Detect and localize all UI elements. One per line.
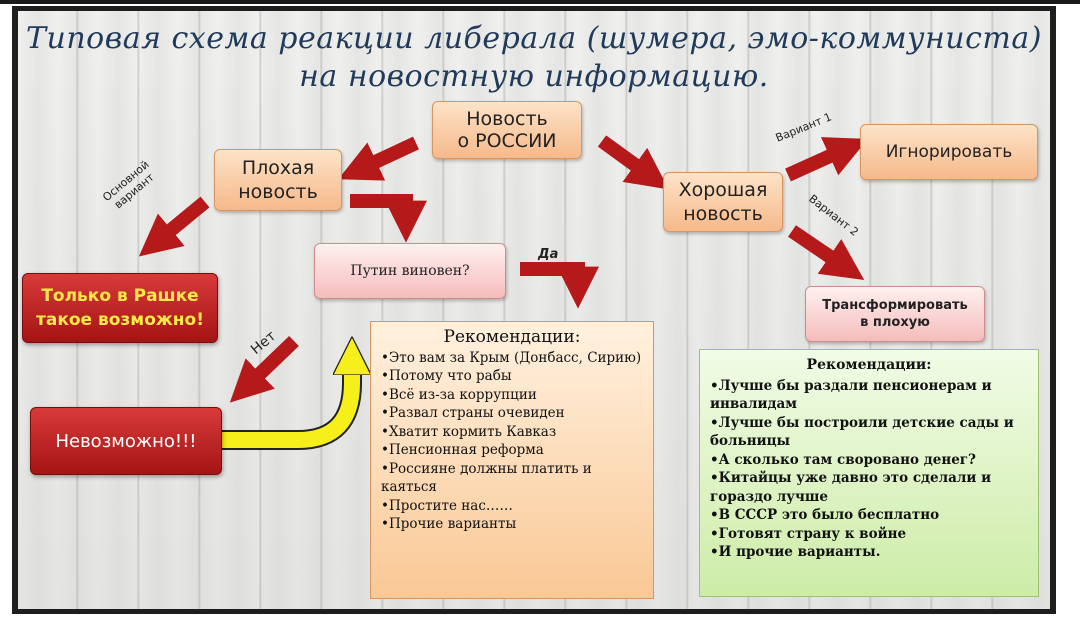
list-item: •Хватит кормить Кавказ: [381, 423, 557, 440]
transform-box: Трансформировать в плохую: [805, 286, 985, 342]
list-item: •А сколько там своровано денег?: [710, 451, 976, 468]
news-about-russia-box: Новость о РОССИИ: [432, 101, 582, 159]
list-item: •Готовят страну к войне: [710, 525, 907, 542]
list-item: •Развал страны очевиден: [381, 405, 565, 421]
arrow-bad-to-putin: [350, 194, 427, 243]
news-line-2: о РОССИИ: [457, 130, 557, 152]
arrow-good-to-transform: [788, 225, 865, 281]
list-item: •Потому что рабы: [381, 368, 512, 384]
recommendations-left-list: •Это вам за Крым (Донбасс, Сирию) •Потом…: [381, 349, 643, 534]
putin-guilty-label: Путин виновен?: [350, 263, 470, 279]
top-bar: [0, 0, 1080, 4]
diagram-board: Типовая схема реакции либерала (шумера, …: [18, 11, 1050, 609]
arrow-good-to-ignore: [785, 137, 868, 182]
list-item: •Лучше бы раздали пенсионерам и инвалида…: [710, 377, 992, 413]
only-in-rashka-line-1: Только в Рашке: [41, 286, 199, 306]
transform-line-2: в плохую: [860, 315, 930, 330]
bad-news-box: Плохая новость: [214, 149, 342, 211]
good-news-line-2: новость: [683, 203, 763, 225]
only-in-rashka-line-2: такое возможно!: [36, 310, 204, 330]
impossible-box: Невозможно!!!: [30, 407, 222, 475]
recommendations-right: Рекомендации: •Лучше бы раздали пенсионе…: [699, 349, 1039, 597]
list-item: •Это вам за Крым (Донбасс, Сирию): [381, 349, 642, 366]
list-item: •Простите нас……: [381, 497, 513, 514]
list-item: •Лучше бы построили детские сады и больн…: [710, 414, 1014, 450]
list-item: •Россияне должны платить и каяться: [381, 460, 592, 496]
list-item: •Прочие варианты: [381, 516, 517, 532]
list-item: •Пенсионная реформа: [381, 442, 544, 458]
recommendations-left-title: Рекомендации:: [443, 327, 581, 347]
title-line-1: Типовая схема реакции либерала (шумера, …: [26, 21, 1042, 56]
arrow-news-to-bad: [338, 136, 419, 181]
list-item: •И прочие варианты.: [710, 544, 881, 560]
list-item: •Китайцы уже давно это сделали и гораздо…: [710, 470, 992, 505]
good-news-box: Хорошая новость: [663, 172, 783, 232]
title-line-2: на новостную информацию.: [299, 59, 769, 94]
ignore-label: Игнорировать: [885, 142, 1013, 162]
bad-news-line-2: новость: [238, 181, 318, 203]
yes-label: Да: [538, 247, 559, 262]
transform-line-1: Трансформировать: [822, 298, 968, 313]
list-item: •Всё из-за коррупции: [381, 386, 537, 403]
putin-guilty-box: Путин виновен?: [314, 243, 506, 299]
arrow-impossible-to-putin: [222, 359, 352, 448]
recommendations-right-list: •Лучше бы раздали пенсионерам и инвалида…: [710, 377, 1028, 562]
arrow-news-to-good: [597, 135, 669, 190]
arrows-layer: [138, 135, 868, 450]
arrow-putin-to-recs: [520, 262, 599, 309]
bad-news-line-1: Плохая: [241, 157, 315, 179]
list-item: •В СССР это было бесплатно: [710, 507, 940, 523]
arrow-bad-to-only: [138, 196, 210, 257]
ignore-box: Игнорировать: [860, 124, 1038, 180]
good-news-line-1: Хорошая: [678, 179, 768, 201]
recommendations-right-title: Рекомендации:: [806, 357, 932, 373]
arrow-putin-to-impossible: [229, 335, 299, 403]
recommendations-left: Рекомендации: •Это вам за Крым (Донбасс,…: [370, 321, 654, 599]
only-in-rashka-box: Только в Рашке такое возможно!: [22, 273, 218, 343]
impossible-label: Невозможно!!!: [55, 430, 197, 452]
news-line-1: Новость: [466, 108, 548, 130]
